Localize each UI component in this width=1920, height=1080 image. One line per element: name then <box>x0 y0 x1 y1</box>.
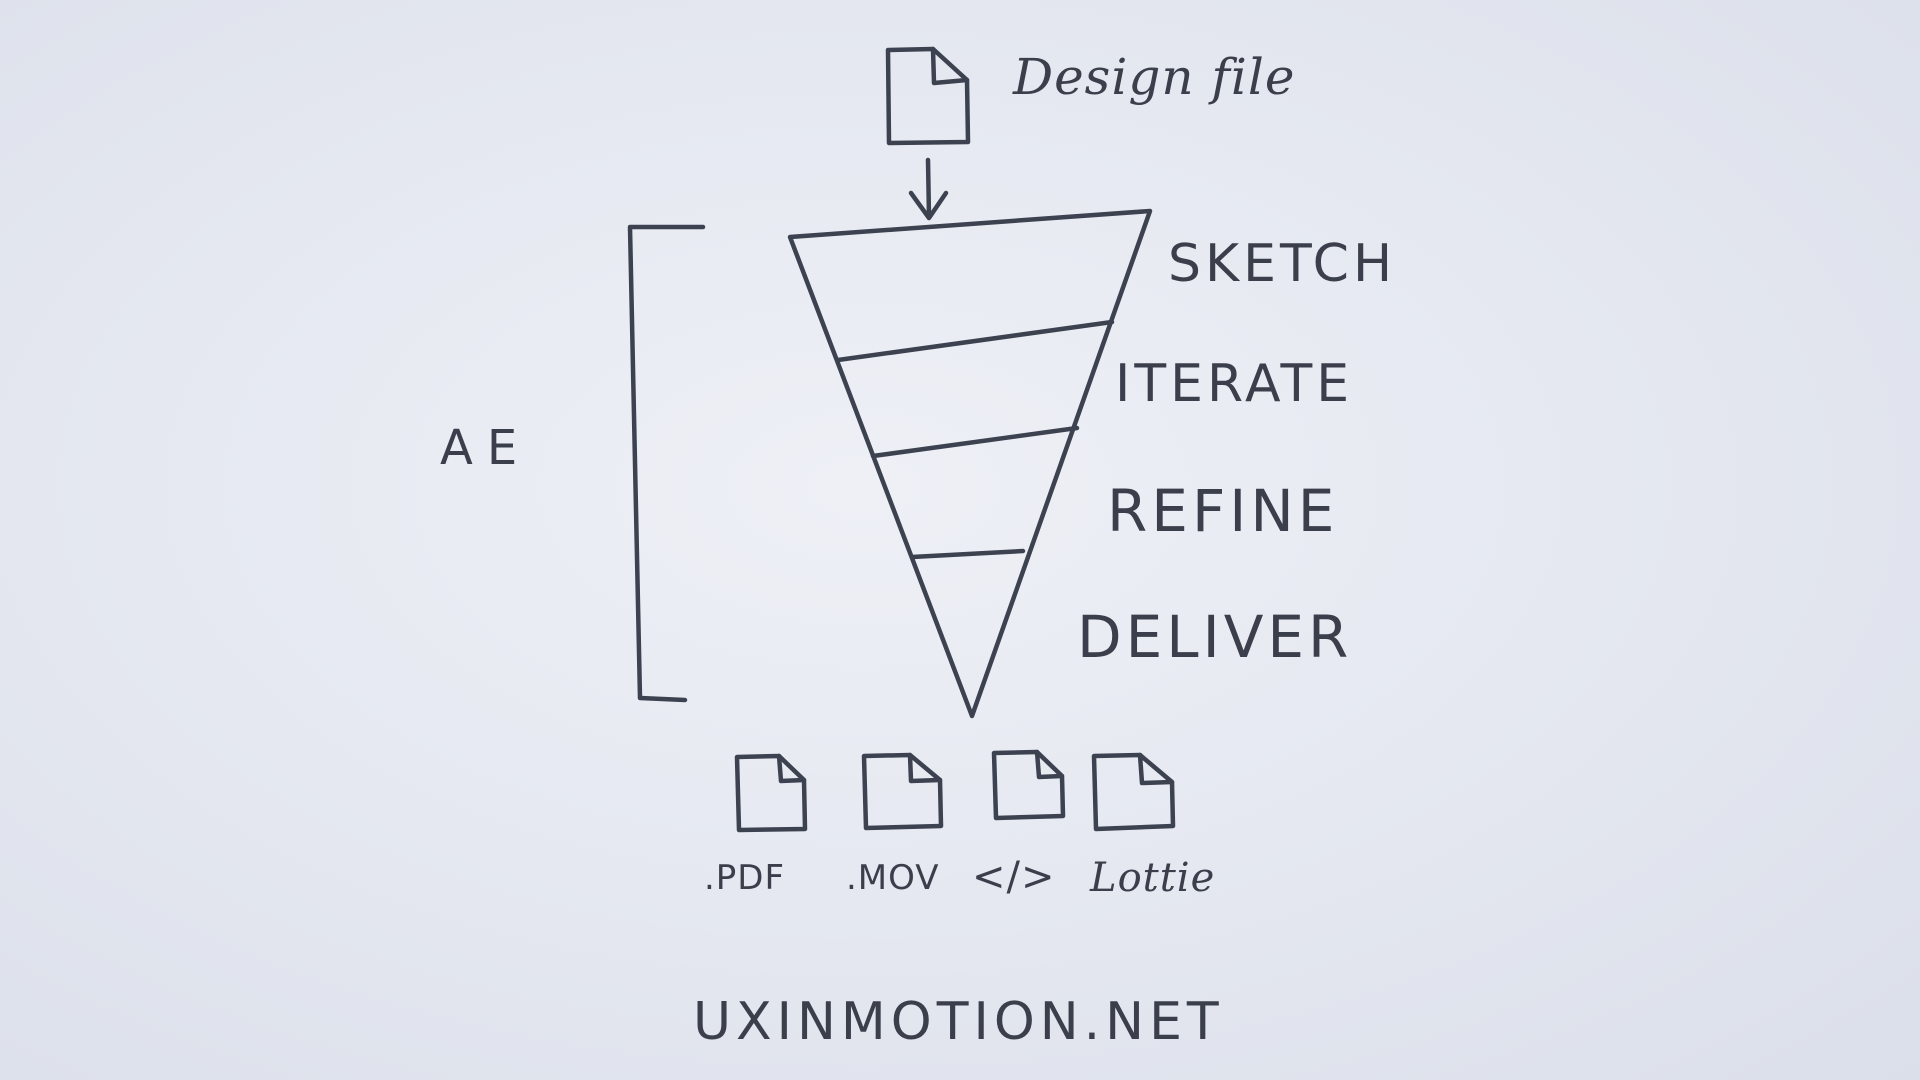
funnel-outline <box>787 208 1153 719</box>
stage-label-deliver: DELIVER <box>1077 603 1353 671</box>
stage-label-iterate: ITERATE <box>1115 354 1354 414</box>
ae-label: AE <box>440 420 532 476</box>
funnel-divider-3 <box>909 548 1026 560</box>
input-arrow-icon <box>908 157 949 221</box>
design-file-label: Design file <box>1013 48 1296 106</box>
pdf-document-icon <box>734 753 808 833</box>
output-label-pdf: .PDF <box>704 858 786 898</box>
mov-document-icon <box>861 752 944 831</box>
output-label-mov: .MOV <box>846 858 940 898</box>
design-file-document-icon <box>885 46 971 146</box>
output-label-code: </> <box>972 854 1056 900</box>
stage-label-sketch: SKETCH <box>1168 234 1397 294</box>
lottie-document-icon <box>1091 752 1176 832</box>
stage-label-refine: REFINE <box>1107 477 1339 545</box>
funnel-divider-2 <box>870 425 1080 459</box>
code-document-icon <box>991 749 1066 821</box>
footer-url: UXINMOTION.NET <box>693 992 1224 1052</box>
output-label-lottie: Lottie <box>1090 855 1216 901</box>
ae-bracket <box>627 224 706 703</box>
funnel-divider-1 <box>835 319 1115 363</box>
